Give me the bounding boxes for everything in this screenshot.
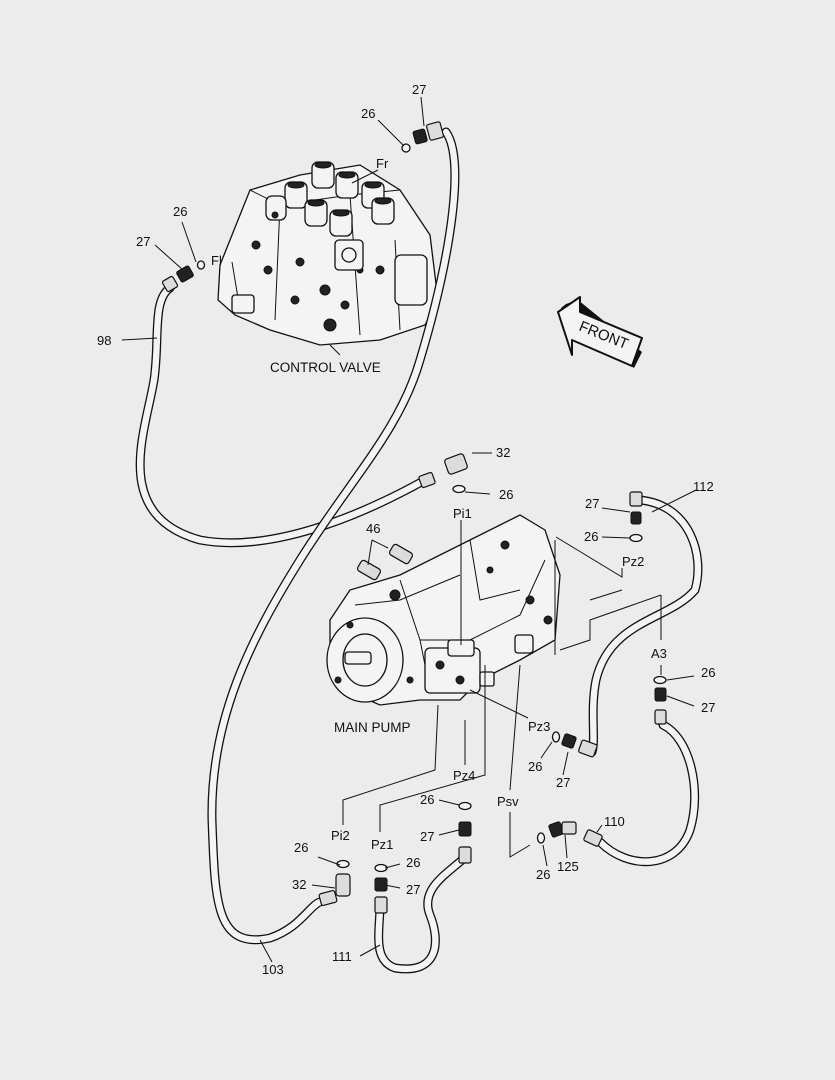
callout-26-psv: 26	[536, 867, 550, 882]
callout-46: 46	[366, 521, 380, 536]
callout-32-pi2: 32	[292, 877, 306, 892]
port-label-a3: A3	[651, 646, 667, 661]
port-label-pz2: Pz2	[622, 554, 644, 569]
port-label-pz3: Pz3	[528, 719, 550, 734]
callout-103: 103	[262, 962, 284, 977]
leader-lines	[121, 96, 697, 963]
callout-27-fr: 27	[412, 82, 426, 97]
hose-112	[587, 495, 703, 757]
port-label-pz1: Pz1	[371, 837, 393, 852]
callout-26-fl: 26	[173, 204, 187, 219]
callout-27-pz4: 27	[420, 829, 434, 844]
hose-110	[595, 720, 700, 867]
callout-111: 111	[332, 949, 352, 964]
callout-26-pz3: 26	[528, 759, 542, 774]
port-label-psv: Psv	[497, 794, 519, 809]
callout-26-pz2: 26	[584, 529, 598, 544]
port-label-pi1: Pi1	[453, 506, 472, 521]
main-pump-label: MAIN PUMP	[334, 720, 411, 735]
callout-125: 125	[557, 859, 579, 874]
callout-26-pi1: 26	[499, 487, 513, 502]
control-valve-label: CONTROL VALVE	[270, 360, 381, 375]
callout-26-pi2: 26	[294, 840, 308, 855]
callout-27-pz2: 27	[585, 496, 599, 511]
callout-26-fr: 26	[361, 106, 375, 121]
callout-110: 110	[604, 814, 625, 829]
callout-26-pz4: 26	[420, 792, 434, 807]
callout-27-fl: 27	[136, 234, 150, 249]
callout-26-pz1: 26	[406, 855, 420, 870]
hose-103	[207, 127, 460, 945]
port-label-fl: Fl	[211, 253, 222, 268]
callout-98: 98	[97, 333, 111, 348]
port-label-fr: Fr	[376, 156, 389, 171]
hose-111	[374, 855, 467, 974]
port-label-pi2: Pi2	[331, 828, 350, 843]
callout-26-a3: 26	[701, 665, 715, 680]
control-valve-illustration	[217, 161, 439, 346]
front-arrow-icon	[557, 296, 643, 368]
hose-98	[135, 283, 430, 548]
callout-27-pz3: 27	[556, 775, 570, 790]
callout-27-pz1: 27	[406, 882, 420, 897]
callout-112: 112	[693, 479, 714, 494]
part-number-callouts: 26 27 26 27 98 32 26 46 27 26 112 26 27 …	[97, 82, 715, 977]
main-pump-illustration	[326, 514, 561, 706]
fittings	[161, 121, 667, 914]
port-label-pz4: Pz4	[453, 768, 475, 783]
callout-32-pi1: 32	[496, 445, 510, 460]
callout-27-a3: 27	[701, 700, 715, 715]
